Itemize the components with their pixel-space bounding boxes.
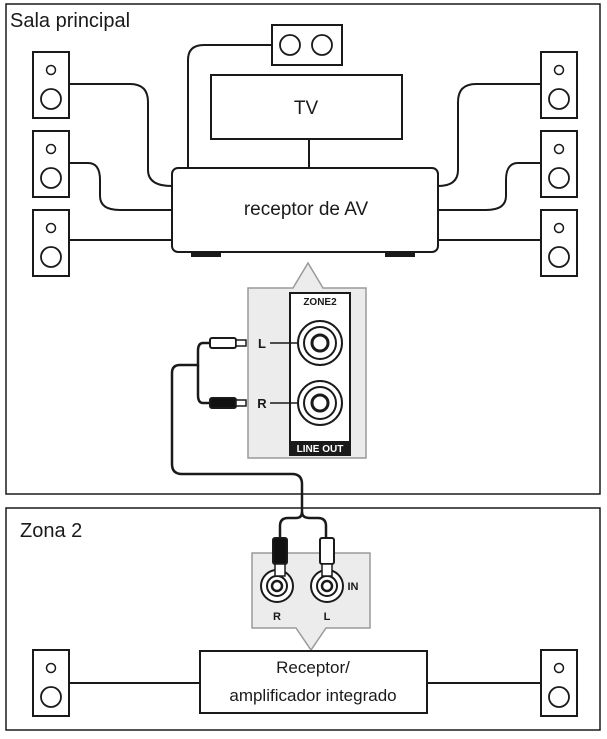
input-left-label: L	[324, 611, 331, 623]
av-receiver-foot-left	[191, 251, 221, 257]
speaker-back-left	[32, 209, 70, 277]
speaker-surround-right	[540, 130, 578, 198]
input-in-label: IN	[348, 581, 359, 593]
rca-cable	[170, 341, 328, 540]
speaker-zone2-right	[540, 649, 578, 717]
zone2-receiver-line2: amplificador integrado	[229, 686, 396, 705]
zone2-label: Zona 2	[20, 520, 82, 542]
zone2-panel-title: ZONE2	[303, 297, 337, 308]
panel-right-label: R	[257, 396, 267, 411]
main-room-label: Sala principal	[10, 10, 130, 32]
input-right-label: R	[273, 611, 281, 623]
tv-label: TV	[294, 98, 319, 119]
speaker-front-left	[32, 51, 70, 119]
rca-plug-black-out	[209, 397, 247, 409]
speaker-back-right	[540, 209, 578, 277]
av-receiver: receptor de AV	[171, 167, 439, 257]
main-speaker-wires	[68, 44, 541, 241]
av-receiver-foot-right	[385, 251, 415, 257]
jack-line-out-right	[297, 380, 343, 426]
zone2-panel-footer: LINE OUT	[297, 444, 344, 455]
zone2-receiver: Receptor/ amplificador integrado	[199, 650, 428, 714]
speaker-front-right	[540, 51, 578, 119]
speaker-zone2-left	[32, 649, 70, 717]
av-receiver-label: receptor de AV	[244, 199, 369, 220]
zone2-receiver-line1: Receptor/	[276, 658, 350, 677]
rca-plug-white-out	[209, 337, 247, 349]
jack-input-right	[260, 569, 294, 603]
panel-left-label: L	[258, 336, 266, 351]
jack-input-left	[310, 569, 344, 603]
rca-plug-white-in	[319, 537, 335, 577]
jack-line-out-left	[297, 320, 343, 366]
zone2-input-panel: IN R L	[251, 552, 371, 652]
rca-plug-black-in	[272, 537, 288, 577]
speaker-center	[271, 24, 343, 66]
tv-box: TV	[210, 74, 403, 140]
line-out-band	[290, 441, 350, 455]
zone2-output-panel: ZONE2 LINE OUT L R	[247, 261, 367, 459]
speaker-surround-left	[32, 130, 70, 198]
